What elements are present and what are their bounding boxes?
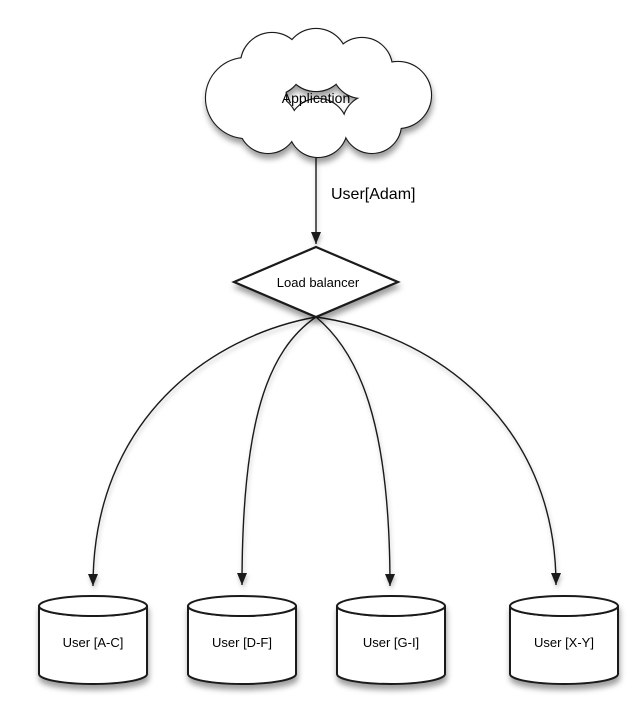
shard-cylinder-0 <box>38 595 148 685</box>
shard-cylinder-3 <box>509 595 619 685</box>
load-balancer-diamond <box>231 245 401 319</box>
lb-to-shard-2-arrow <box>315 316 395 587</box>
shard-3-label: User [X-Y] <box>534 635 594 650</box>
cylinder-top <box>187 595 297 617</box>
shard-cylinder-2 <box>336 595 446 685</box>
load-balancer-label: Load balancer <box>277 275 360 290</box>
cylinder-top <box>38 595 148 617</box>
lb-to-shard-1-arrow <box>237 316 317 586</box>
load-balancer-node <box>231 245 401 319</box>
shard-cylinder-1 <box>187 595 297 685</box>
shard-0-label: User [A-C] <box>63 635 124 650</box>
application-label: Application <box>282 90 351 106</box>
app-to-loadbalancer-edge-label: User[Adam] <box>331 186 415 203</box>
edges-layer <box>88 157 561 587</box>
cylinder-top <box>509 595 619 617</box>
shard-2-label: User [G-I] <box>363 635 419 650</box>
cylinder-top <box>336 595 446 617</box>
shard-1-label: User [D-F] <box>212 635 272 650</box>
lb-to-shard-0-arrow <box>88 316 317 587</box>
lb-to-shard-3-arrow <box>315 316 561 586</box>
